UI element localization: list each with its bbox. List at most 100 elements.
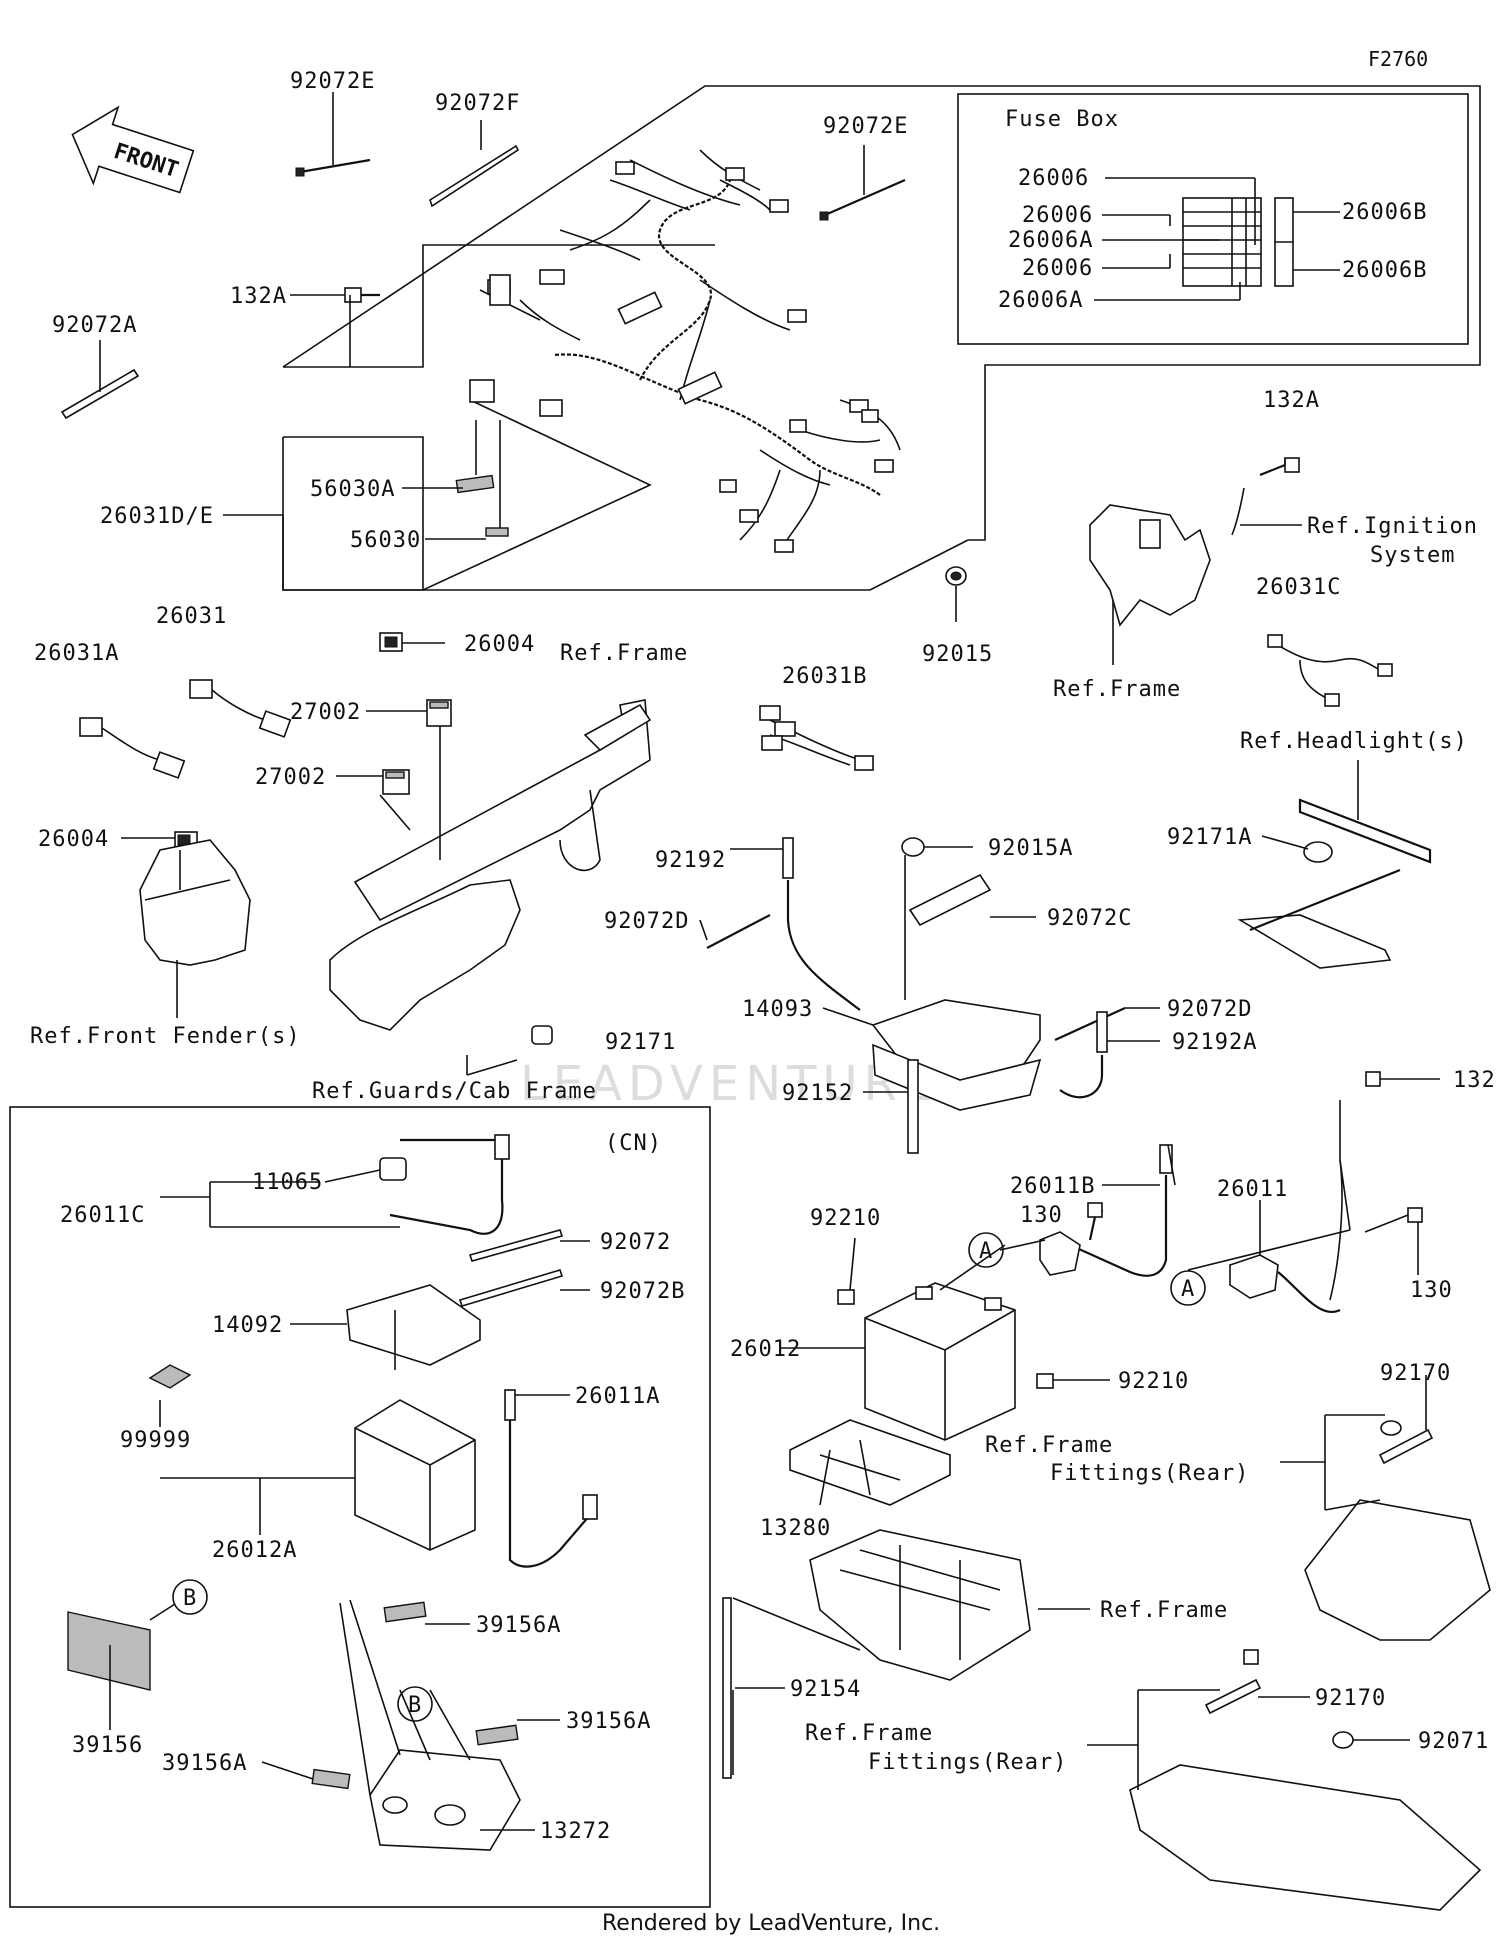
label-26031B: 26031B [782,664,867,689]
harness-group-lower [283,399,652,591]
label-92072E-a: 92072E [290,69,375,94]
tray-13272 [369,1749,521,1851]
label-99999 [148,1364,192,1389]
label-26031A: 26031A [34,641,119,666]
label-11065: 11065 [252,1170,323,1195]
label-92154: 92154 [790,1677,861,1702]
grommet-92015 [945,566,967,586]
nut-92015A [901,837,925,857]
main-wiring-harness [469,149,901,553]
frame-fittings-rear-a [1304,1499,1491,1641]
label-92171A: 92171A [1167,825,1252,850]
label-39156A-a: 39156A [476,1613,561,1638]
label-26011C: 26011C [60,1203,145,1228]
fuse-label-26006A-a: 26006A [1008,228,1093,253]
fuse-label-26006B-a: 26006B [1342,200,1427,225]
bolt-92170-a [1378,1420,1434,1465]
fuse-label-26006-b: 26006 [1022,203,1093,228]
frame-bracket-top-right [1089,504,1211,627]
fuse-label-26006-a: 26006 [1018,166,1089,191]
label-92170-a: 92170 [1380,1361,1451,1386]
label-ref-guards: Ref.Guards/Cab Frame [312,1079,597,1104]
label-92072A: 92072A [52,313,137,338]
label-ref-frame-a: Ref.Frame [1053,677,1181,702]
marker-A-right: A [1170,1270,1206,1306]
frame-structure-left [353,699,652,922]
label-56030: 56030 [350,528,421,553]
label-92192: 92192 [655,848,726,873]
svg-text:A: A [979,1239,993,1264]
label-14093: 14093 [742,997,813,1022]
label-26012: 26012 [730,1337,801,1362]
label-26011B: 26011B [1010,1174,1095,1199]
tie-92072E-b [819,178,906,221]
fuse-box: Fuse Box 26006 26006 26006A 26006 26006A… [957,93,1469,345]
label-130-b: 130 [1410,1278,1453,1303]
label-27002-b: 27002 [255,765,326,790]
label-92171: 92171 [605,1030,676,1055]
label-56030A: 56030A [310,477,395,502]
label-ref-frame-b: Ref.Frame [560,641,688,666]
cable-26011 [1229,1254,1341,1313]
label-27002-a: 27002 [290,700,361,725]
frame-fittings-rear-b [1129,1764,1482,1911]
label-92192A: 92192A [1172,1030,1257,1055]
watermark: LEADVENTURE [520,1056,939,1112]
label-132: 132 [1453,1068,1496,1093]
bracket-92072C [908,873,992,927]
tube-92192 [782,837,861,1011]
label-39156 [67,1611,151,1691]
figure-id: F2760 [1368,47,1428,71]
label-92152: 92152 [782,1081,853,1106]
label-130-a: 130 [1020,1203,1063,1228]
label-39156A-c: 39156A [162,1751,247,1776]
label-92072F: 92072F [435,91,520,116]
label-ref-ignition: Ref.Ignition [1307,514,1478,539]
cap-11065 [379,1157,407,1181]
tie-92072B [458,1269,564,1307]
tube-92192A [1059,1011,1108,1099]
label-ref-frame-fittings-a: Ref.Frame [985,1433,1113,1458]
tie-92072A [60,368,140,420]
tie-92072D-b [1054,1006,1126,1042]
cable-26011A [504,1389,598,1568]
label-92072D-b: 92072D [1167,997,1252,1022]
battery-tray-13280 [789,1419,951,1506]
label-92210-a: 92210 [810,1206,881,1231]
label-92072C: 92072C [1047,906,1132,931]
nut-92210-a [837,1289,855,1305]
marker-B-right: B [397,1686,433,1722]
harness-group-bracket [282,85,1481,541]
cable-26011C [389,1134,510,1235]
label-26004-a: 26004 [464,632,535,657]
part-labels: 92072E 92072F 92072E 92072A 132A 56030A … [30,69,1496,1844]
label-26031DE: 26031D/E [100,504,214,529]
relay-27002-b [382,769,410,795]
label-14092: 14092 [212,1313,283,1338]
label-92170-b: 92170 [1315,1686,1386,1711]
label-26031C: 26031C [1256,575,1341,600]
tie-92072F [429,144,520,208]
battery-26012A [354,1399,476,1551]
relay-27002-a [426,699,452,727]
svg-text:B: B [408,1693,422,1718]
label-26004-b: 26004 [38,827,109,852]
label-92071: 92071 [1418,1729,1489,1754]
label-ref-frame-fittings-b: Ref.Frame [805,1721,933,1746]
label-26012A: 26012A [212,1538,297,1563]
cn-box-label: (CN) [605,1131,662,1156]
harness-26031A [79,717,186,779]
label-ref-ignition-system: System [1370,543,1455,568]
harness-group-left [282,436,424,591]
label-26031: 26031 [156,604,227,629]
label-ref-frame-fittings-a2: Fittings(Rear) [1050,1461,1249,1486]
grommet-92071 [1332,1731,1354,1749]
fuse-label-26006-c: 26006 [1022,256,1093,281]
clip-56030A [455,474,495,494]
footer-credit: Rendered by LeadVenture, Inc. [602,1911,940,1936]
marker-B-left: B [172,1579,208,1615]
pad-39156A-c [311,1768,351,1790]
guards-cab-frame [329,879,521,1031]
frame-structure-bottom [809,1529,1031,1681]
